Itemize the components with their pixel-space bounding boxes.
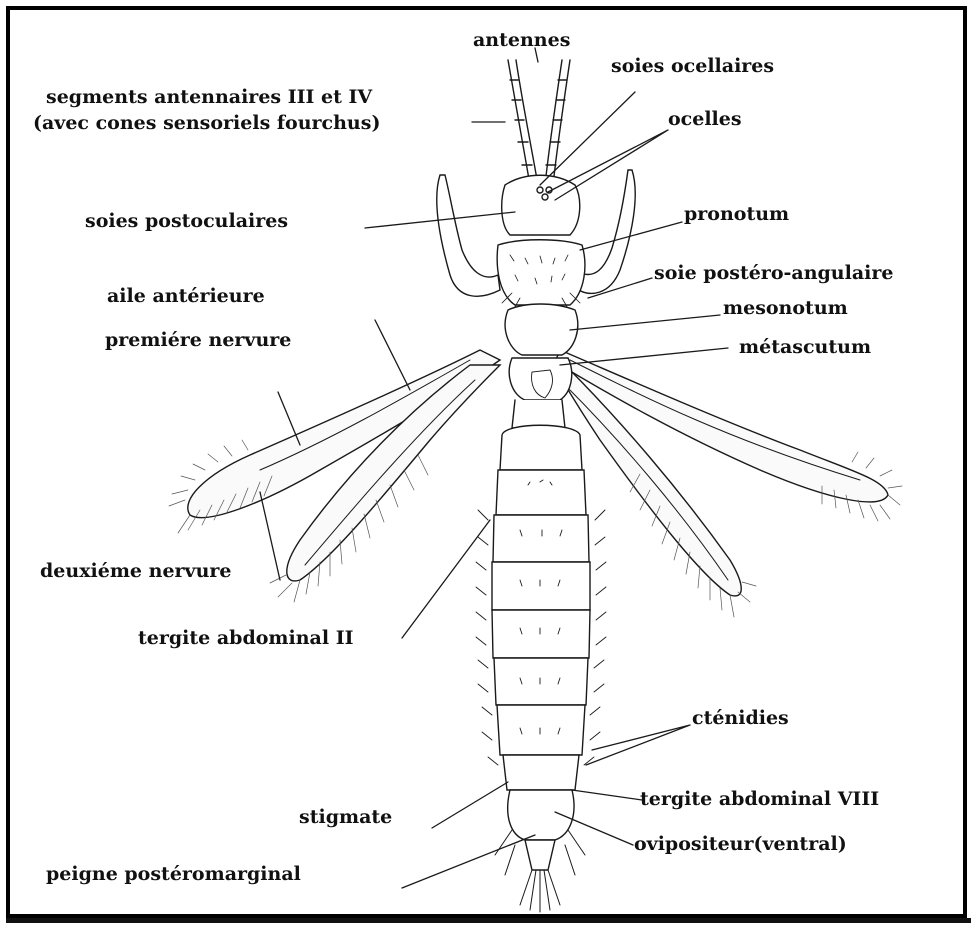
label-aile-anterieure: aile antérieure (107, 285, 265, 307)
label-soie-postero-angulaire: soie postéro-angulaire (654, 262, 893, 284)
label-premiere-nervure: premiére nervure (105, 329, 291, 351)
left-wing (188, 350, 500, 581)
label-ovipositeur: ovipositeur(ventral) (634, 833, 847, 855)
label-stigmate: stigmate (299, 806, 392, 828)
label-ocelles: ocelles (668, 108, 742, 130)
label-antennes: antennes (473, 29, 570, 51)
left-foreleg (437, 175, 500, 296)
antennae (508, 60, 570, 185)
label-tergite-abdominal-viii: tergite abdominal VIII (640, 788, 879, 810)
right-wing (555, 350, 888, 596)
label-mesonotum: mesonotum (723, 297, 848, 319)
label-soies-ocellaires: soies ocellaires (611, 55, 774, 77)
label-peigne-posteromarginal: peigne postéromarginal (46, 863, 301, 885)
label-metascutum: métascutum (739, 336, 871, 358)
metathorax (512, 400, 565, 428)
mesonotum (505, 304, 578, 355)
label-deuxieme-nervure: deuxiéme nervure (40, 560, 232, 582)
label-segments-antennaires-line2: (avec cones sensoriels fourchus) (33, 112, 380, 134)
label-pronotum: pronotum (684, 203, 789, 225)
label-tergite-abdominal-ii: tergite abdominal II (138, 627, 353, 649)
abdomen (492, 425, 590, 870)
label-segments-antennaires-line1: segments antennaires III et IV (46, 86, 372, 108)
label-soies-postoculaires: soies postoculaires (85, 210, 288, 232)
label-ctenidies: cténidies (692, 707, 789, 729)
